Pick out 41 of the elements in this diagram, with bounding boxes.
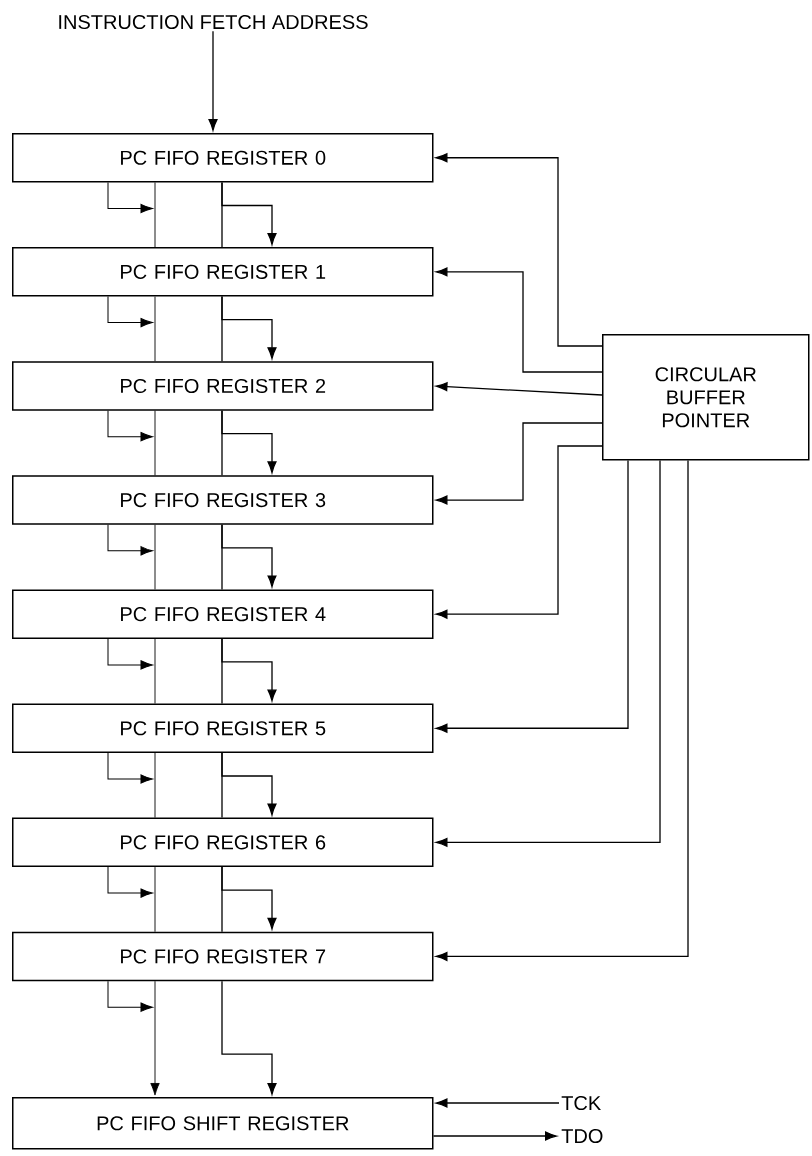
arrow bbox=[107, 524, 153, 556]
register-box: PC FIFO REGISTER 4 bbox=[12, 589, 434, 639]
arrow bbox=[221, 181, 277, 245]
arrow bbox=[435, 267, 603, 373]
arrow bbox=[208, 30, 218, 131]
arrow bbox=[107, 980, 153, 1012]
arrow bbox=[435, 1098, 560, 1108]
arrow bbox=[432, 1131, 557, 1141]
arrow bbox=[435, 422, 603, 505]
buffer-pointer-box: CIRCULAR BUFFER POINTER bbox=[602, 334, 810, 461]
register-box: PC FIFO REGISTER 0 bbox=[12, 133, 434, 183]
arrow bbox=[435, 459, 629, 733]
arrow bbox=[107, 410, 153, 442]
arrow bbox=[435, 459, 661, 847]
arrow bbox=[150, 980, 160, 1096]
arrow bbox=[107, 182, 153, 214]
signal-label: TCK bbox=[561, 1095, 601, 1111]
arrow bbox=[221, 410, 277, 474]
register-box: PC FIFO SHIFT REGISTER bbox=[12, 1097, 434, 1150]
input-label: INSTRUCTION FETCH ADDRESS bbox=[59, 14, 368, 30]
arrow bbox=[435, 382, 603, 396]
arrow bbox=[221, 866, 277, 930]
arrow bbox=[107, 752, 153, 784]
arrow bbox=[221, 638, 277, 702]
arrow bbox=[107, 866, 153, 898]
arrow bbox=[221, 295, 277, 360]
register-box: PC FIFO REGISTER 2 bbox=[12, 361, 434, 411]
signal-label: TDO bbox=[561, 1128, 603, 1144]
register-box: PC FIFO REGISTER 6 bbox=[12, 817, 434, 868]
register-box: PC FIFO REGISTER 3 bbox=[12, 475, 434, 525]
arrow bbox=[107, 638, 153, 670]
register-box: PC FIFO REGISTER 1 bbox=[12, 247, 434, 297]
register-box: PC FIFO REGISTER 5 bbox=[12, 703, 434, 753]
arrow bbox=[221, 752, 277, 816]
arrow bbox=[221, 524, 277, 588]
arrow bbox=[435, 153, 603, 347]
arrow bbox=[435, 445, 603, 619]
register-box: PC FIFO REGISTER 7 bbox=[12, 931, 434, 982]
arrow bbox=[435, 459, 689, 961]
arrow bbox=[107, 296, 153, 328]
arrow bbox=[221, 980, 277, 1095]
